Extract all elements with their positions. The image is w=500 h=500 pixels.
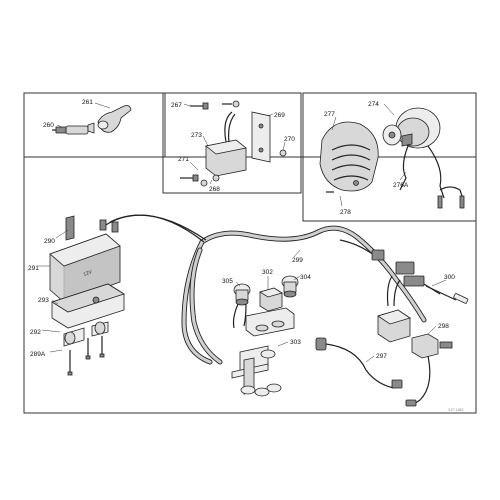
lead-297 [315,337,403,389]
label-303: 303 [290,339,301,346]
label-291: 291 [28,265,39,272]
leader-305 [235,281,241,287]
leader-271 [189,161,199,171]
clamp-bolts-289a [67,336,105,376]
label-269: 269 [274,112,285,119]
leader-292 [41,329,61,333]
label-293: 293 [38,297,49,304]
label-289a: 289A [30,351,46,358]
battery: 12V [49,219,121,303]
label-297: 297 [376,353,387,360]
label-277: 277 [324,111,335,118]
label-268: 268 [209,186,220,193]
leader-290 [55,229,69,239]
frame-ignition-coil [162,92,302,194]
leader-273 [202,135,209,147]
diagnostic-lead [425,285,469,304]
pickup-coil [399,133,465,209]
label-274: 274 [368,101,379,108]
switch-302 [259,287,283,312]
battery-strap [65,215,75,241]
battery-tray [51,283,125,329]
label-298: 298 [438,323,449,330]
leader-303 [277,341,289,347]
coil-nut [279,149,287,157]
leader-270 [282,141,286,151]
label-302: 302 [262,269,273,276]
battery-clamp [63,321,109,347]
battery-voltage-label: 12V [83,269,94,278]
leader-278 [339,195,343,207]
leader-267 [183,103,191,107]
leader-276a [399,171,407,181]
label-305: 305 [222,278,233,285]
spark-plug-cap [97,105,132,133]
leader-297 [365,355,375,363]
leader-261 [94,102,111,109]
spark-plug [52,122,95,135]
label-260: 260 [43,122,54,129]
leader-293 [51,299,59,305]
stator-cover [319,121,379,193]
leader-299 [293,249,301,258]
label-261: 261 [82,99,93,106]
label-278: 278 [340,209,351,216]
leader-274 [383,103,395,116]
harness-connectors [371,249,441,295]
coil-screws-bottom [180,174,220,187]
label-290: 290 [44,238,55,245]
coil-screws-top [190,100,240,110]
label-267: 267 [171,102,182,109]
figure-code: 3.27.1852 [448,408,464,412]
label-292: 292 [30,329,41,336]
leader-277 [331,116,337,131]
leader-260 [56,124,63,128]
connector-298 [405,333,453,407]
label-271: 271 [178,156,189,163]
label-299: 299 [292,257,303,264]
label-276a: 276A [393,182,409,189]
label-270: 270 [284,136,295,143]
leader-268 [209,179,213,185]
leader-269 [267,113,274,117]
label-273: 273 [191,132,202,139]
leader-300 [431,279,447,287]
leader-304 [293,275,301,281]
switch-304 [281,275,299,298]
coil-bracket [251,111,271,163]
main-wiring-harness [103,214,427,365]
ignition-coil [205,111,247,177]
switch-305 [232,283,251,329]
label-304: 304 [300,274,311,281]
label-300: 300 [444,274,455,281]
leader-289a [49,349,63,353]
relay-block [377,275,411,343]
frame-main-harness [23,156,477,414]
leader-298 [427,325,437,335]
mounting-bracket-303 [231,307,295,397]
